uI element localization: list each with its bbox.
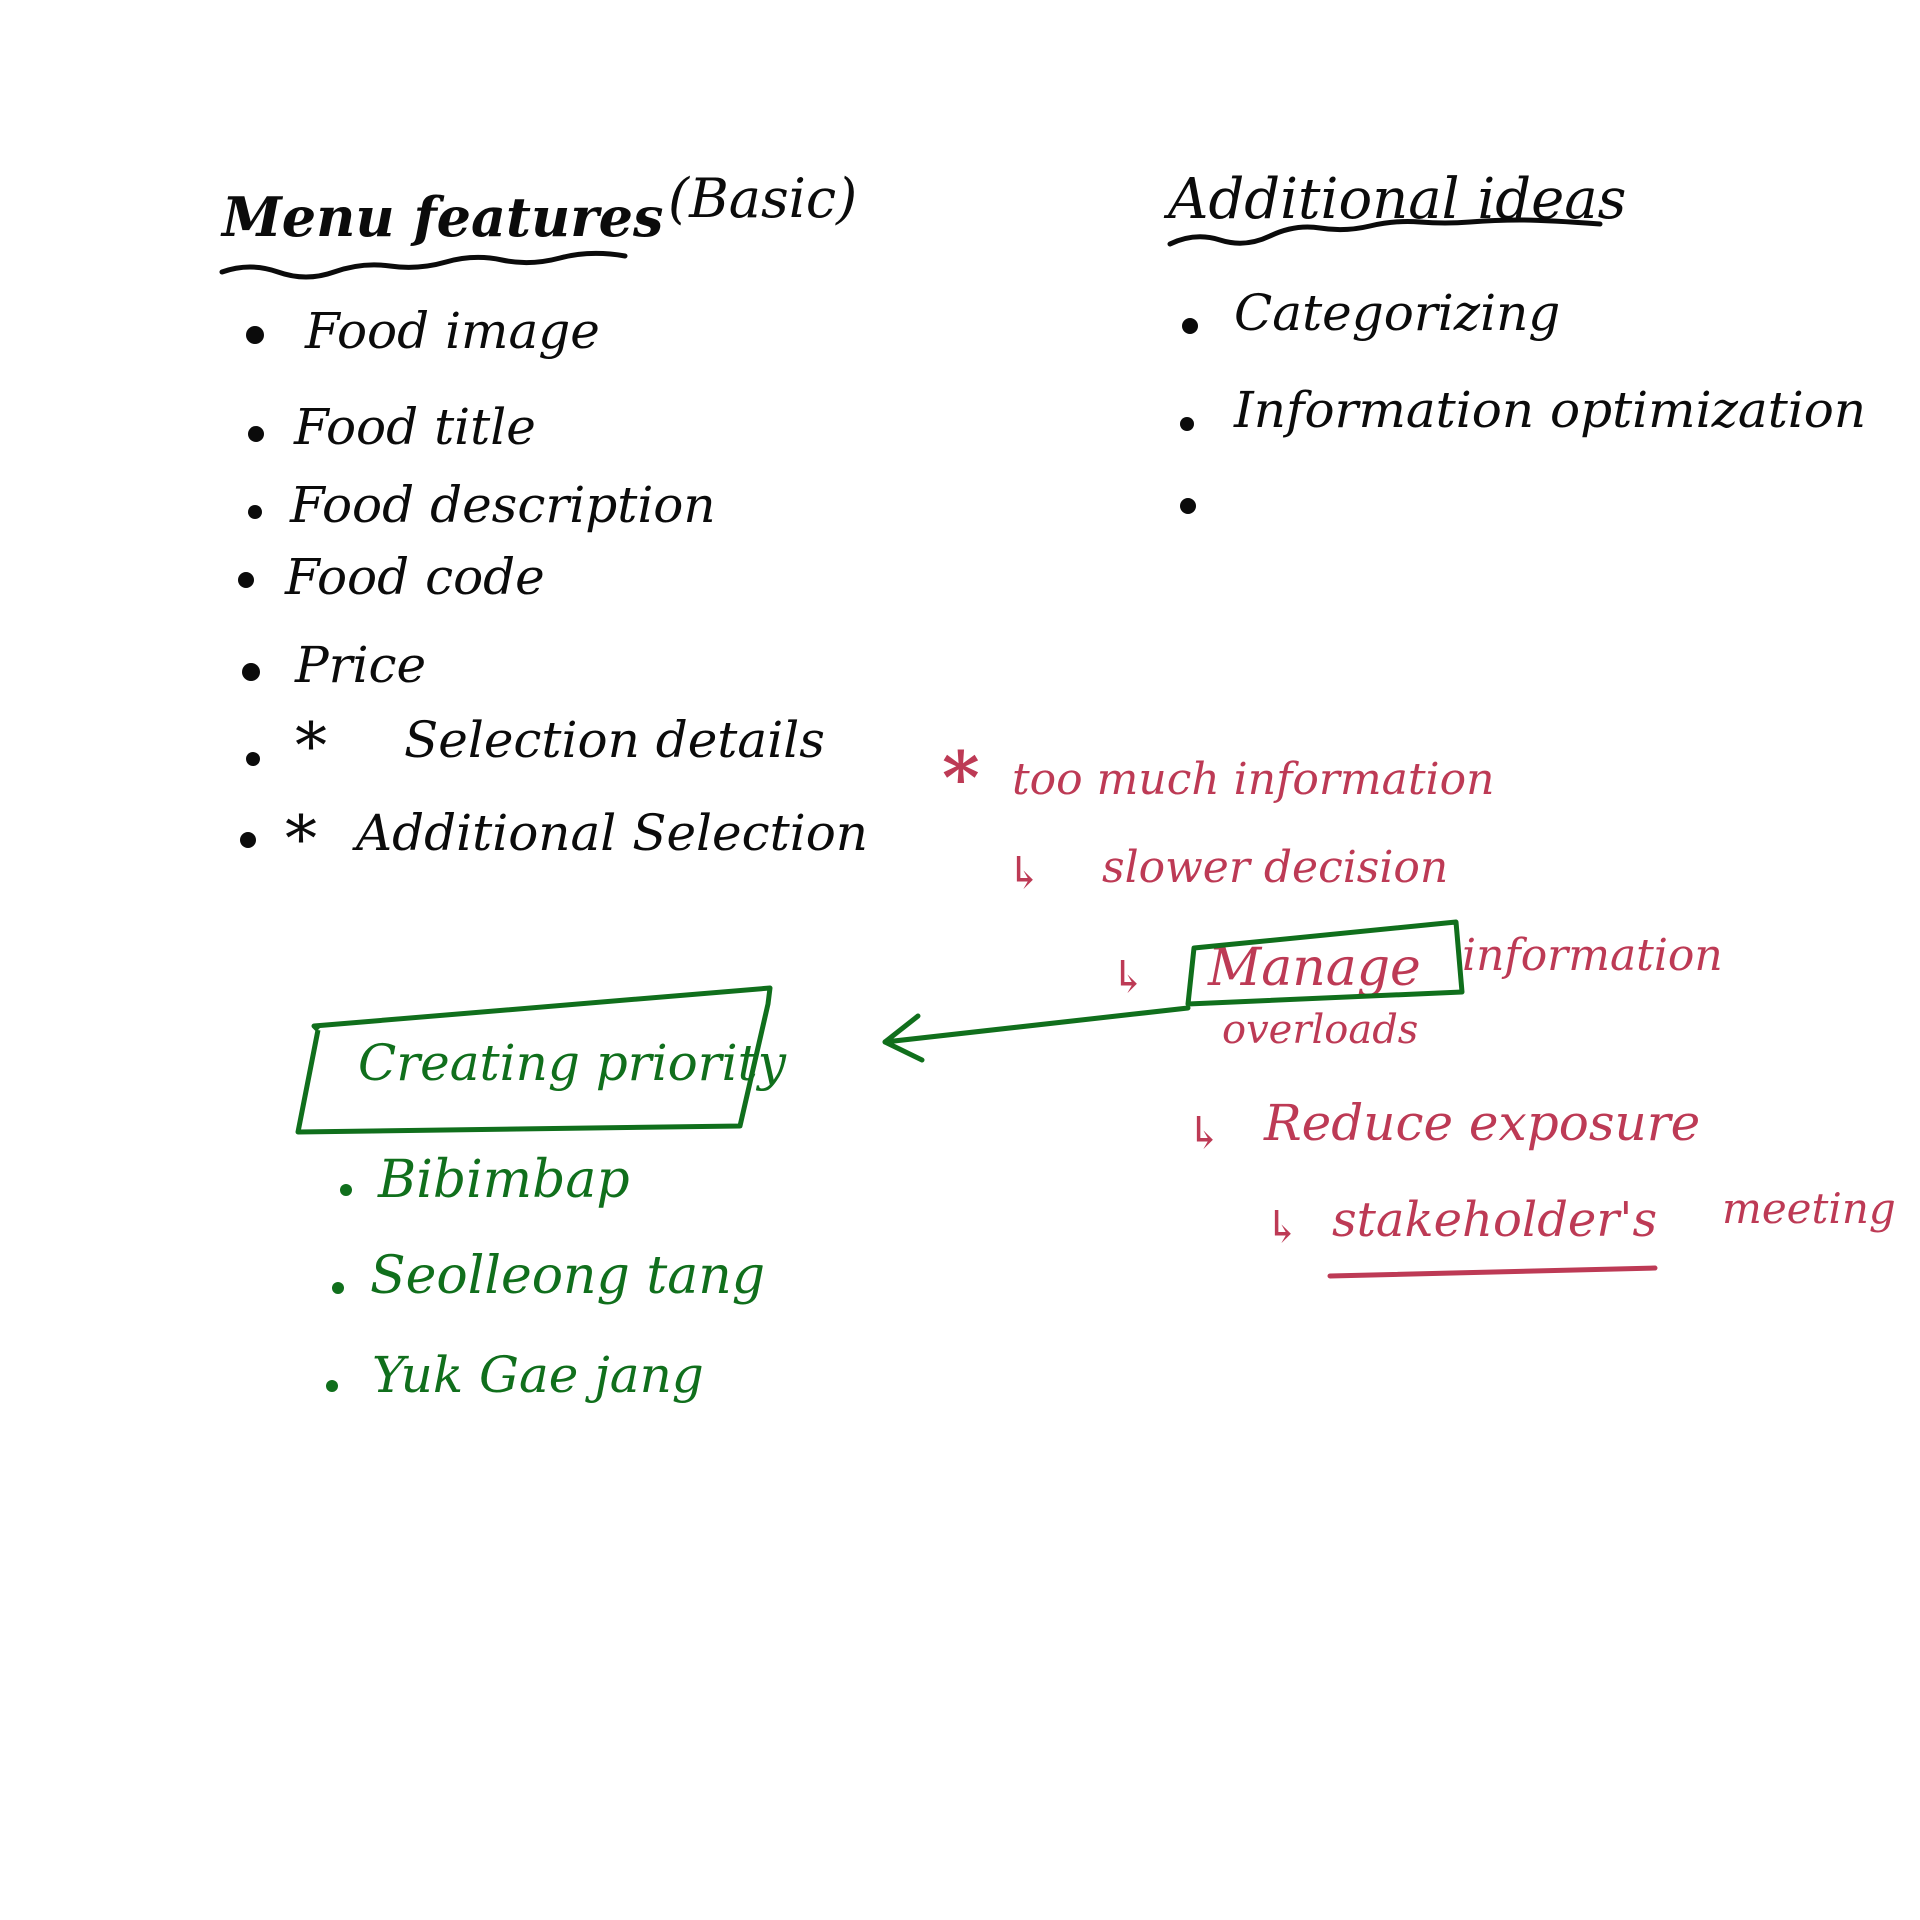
bullet-dot	[240, 832, 256, 848]
bullet-dot	[242, 663, 260, 681]
menu-item-additional-selection: Additional Selection	[356, 804, 869, 862]
menu-item-selection-details: Selection details	[404, 711, 825, 769]
asterisk-icon: *	[942, 735, 980, 820]
arrow-icon: ↳	[1006, 848, 1043, 899]
priority-item-seolleong-tang: Seolleong tang	[370, 1246, 766, 1306]
arrow-icon: ↳	[1264, 1202, 1301, 1253]
arrow-icon: ↳	[1186, 1108, 1223, 1159]
arrow-head-icon	[882, 1013, 925, 1063]
stakeholders-underline	[1327, 1265, 1658, 1279]
menu-title-wavy-underline	[219, 250, 628, 280]
asterisk-icon: *	[285, 803, 317, 877]
chain-meeting: meeting	[1722, 1184, 1896, 1233]
chain-reduce-exposure: Reduce exposure	[1264, 1094, 1701, 1152]
menu-features-title: Menu features	[222, 185, 664, 249]
menu-item-food-code: Food code	[285, 548, 545, 606]
priority-box-outline	[295, 985, 773, 1135]
bullet-dot	[1180, 498, 1196, 514]
priority-item-yuk-gae-jang: Yuk Gae jang	[372, 1346, 704, 1404]
bullet-dot	[246, 752, 260, 766]
bullet-dot	[340, 1184, 352, 1196]
priority-item-bibimbap: Bibimbap	[378, 1150, 630, 1210]
idea-item-information-optimization: Information optimization	[1234, 381, 1867, 439]
priority-title: Creating priority	[358, 1034, 786, 1092]
additional-ideas-title: Additional ideas	[1168, 167, 1627, 232]
bullet-dot	[326, 1380, 338, 1392]
chain-manage: Manage	[1208, 938, 1421, 998]
bullet-dot	[248, 505, 262, 519]
idea-item-categorizing: Categorizing	[1234, 284, 1561, 342]
bullet-dot	[1182, 318, 1198, 334]
menu-item-food-description: Food description	[290, 476, 716, 534]
bullet-dot	[1180, 417, 1194, 431]
arrow-line	[882, 1005, 1191, 1045]
chain-slower-decision: slower decision	[1102, 842, 1449, 893]
arrow-icon: ↳	[1110, 952, 1147, 1003]
bullet-dot	[332, 1282, 344, 1294]
chain-stakeholders: stakeholder's	[1332, 1192, 1658, 1248]
problem-title: too much information	[1012, 754, 1495, 805]
menu-item-food-title: Food title	[294, 398, 536, 456]
chain-overloads: overloads	[1222, 1007, 1419, 1053]
asterisk-icon: *	[295, 710, 327, 784]
menu-features-suffix: (Basic)	[668, 167, 858, 230]
bullet-dot	[248, 426, 264, 442]
bullet-dot	[246, 326, 264, 344]
chain-information: information	[1462, 930, 1723, 981]
bullet-dot	[238, 572, 254, 588]
menu-item-food-image: Food image	[305, 302, 600, 360]
ideas-title-wavy-underline	[1167, 217, 1603, 247]
menu-item-price: Price	[295, 636, 427, 694]
manage-box-outline	[1185, 919, 1465, 1007]
